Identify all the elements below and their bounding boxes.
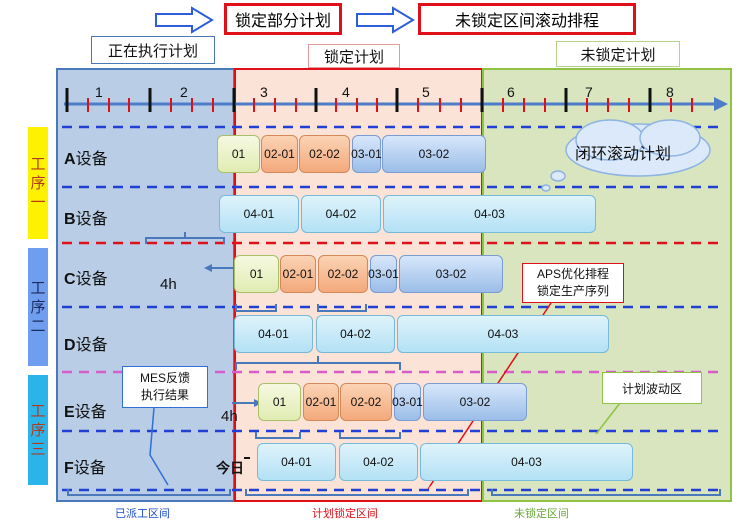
executing-plan-label: 正在执行计划 <box>91 36 215 64</box>
tick-label-7: 7 <box>585 84 593 100</box>
tick-label-8: 8 <box>666 84 674 100</box>
locked-interval-label: 计划锁定区间 <box>312 508 378 520</box>
aps-callout-text: APS优化排程 锁定生产序列 <box>536 267 609 298</box>
tick-label-5: 5 <box>422 84 430 100</box>
tick-label-3: 3 <box>260 84 268 100</box>
equipment-a-label: A设备 <box>64 151 108 168</box>
task-block[interactable]: 03-01 <box>368 255 399 293</box>
task-block[interactable]: 04-02 <box>301 195 381 233</box>
tick-label-6: 6 <box>507 84 515 100</box>
unlocked-rolling-title: 未锁定区间滚动排程 <box>418 3 636 35</box>
tick-label-4: 4 <box>342 84 350 100</box>
task-block[interactable]: 02-02 <box>340 383 392 421</box>
equipment-f-label: F设备 <box>64 460 106 477</box>
cloud-icon <box>541 119 711 192</box>
today-label: 今日 <box>216 460 244 476</box>
process-band-2: 工 序 二 <box>28 248 48 366</box>
task-block[interactable]: 01 <box>258 383 301 421</box>
task-block[interactable]: 04-02 <box>339 443 418 481</box>
task-block[interactable]: 01 <box>217 135 260 173</box>
task-block[interactable]: 02-01 <box>261 135 298 173</box>
dispatched-interval-label: 已派工区间 <box>115 508 170 520</box>
process-label-3: 工 序 三 <box>30 402 46 458</box>
equipment-c-label: C设备 <box>64 271 108 288</box>
timeline-arrowhead <box>714 97 728 111</box>
task-block[interactable]: 02-01 <box>303 383 339 421</box>
equipment-b-label: B设备 <box>64 211 108 228</box>
four-hours-label-c: 4h <box>160 276 177 293</box>
equipment-e-label: E设备 <box>64 404 107 421</box>
task-block[interactable]: 04-01 <box>219 195 299 233</box>
task-block[interactable]: 01 <box>234 255 279 293</box>
right-arrow-icon <box>155 6 214 34</box>
unlocked-interval-label: 未锁定区间 <box>514 508 569 520</box>
mes-callout: MES反馈 执行结果 <box>122 366 208 408</box>
fluctuation-callout-text: 计划波动区 <box>621 381 682 396</box>
process-band-1: 工 序 一 <box>28 127 48 239</box>
process-label-1: 工 序 一 <box>30 155 46 211</box>
task-block[interactable]: 04-02 <box>316 315 395 353</box>
process-label-2: 工 序 二 <box>30 279 46 335</box>
task-block[interactable]: 03-02 <box>382 135 486 173</box>
fluctuation-callout: 计划波动区 <box>602 372 702 404</box>
task-block[interactable]: 04-03 <box>397 315 609 353</box>
equipment-d-label: D设备 <box>64 337 108 354</box>
task-block[interactable]: 03-02 <box>423 383 527 421</box>
task-block[interactable]: 03-01 <box>392 383 423 421</box>
tick-label-1: 1 <box>95 84 103 100</box>
task-block[interactable]: 04-03 <box>383 195 596 233</box>
four-hours-label-e: 4h <box>221 408 238 425</box>
task-block[interactable]: 04-01 <box>234 315 313 353</box>
locked-plan-label: 锁定计划 <box>308 44 400 68</box>
cloud-label: 闭环滚动计划 <box>575 146 672 163</box>
process-band-3: 工 序 三 <box>28 375 48 485</box>
unlocked-plan-label: 未锁定计划 <box>556 41 680 67</box>
mes-callout-text: MES反馈 执行结果 <box>139 371 190 402</box>
tick-label-2: 2 <box>180 84 188 100</box>
task-block[interactable]: 02-01 <box>280 255 316 293</box>
task-block[interactable]: 04-03 <box>420 443 633 481</box>
task-block[interactable]: 02-02 <box>318 255 368 293</box>
locked-partial-plan-title: 锁定部分计划 <box>224 3 342 35</box>
task-block[interactable]: 03-02 <box>399 255 503 293</box>
task-block[interactable]: 03-01 <box>351 135 382 173</box>
task-block[interactable]: 02-02 <box>299 135 350 173</box>
aps-callout: APS优化排程 锁定生产序列 <box>522 263 624 303</box>
task-block[interactable]: 04-01 <box>257 443 336 481</box>
right-arrow-icon <box>356 6 415 34</box>
